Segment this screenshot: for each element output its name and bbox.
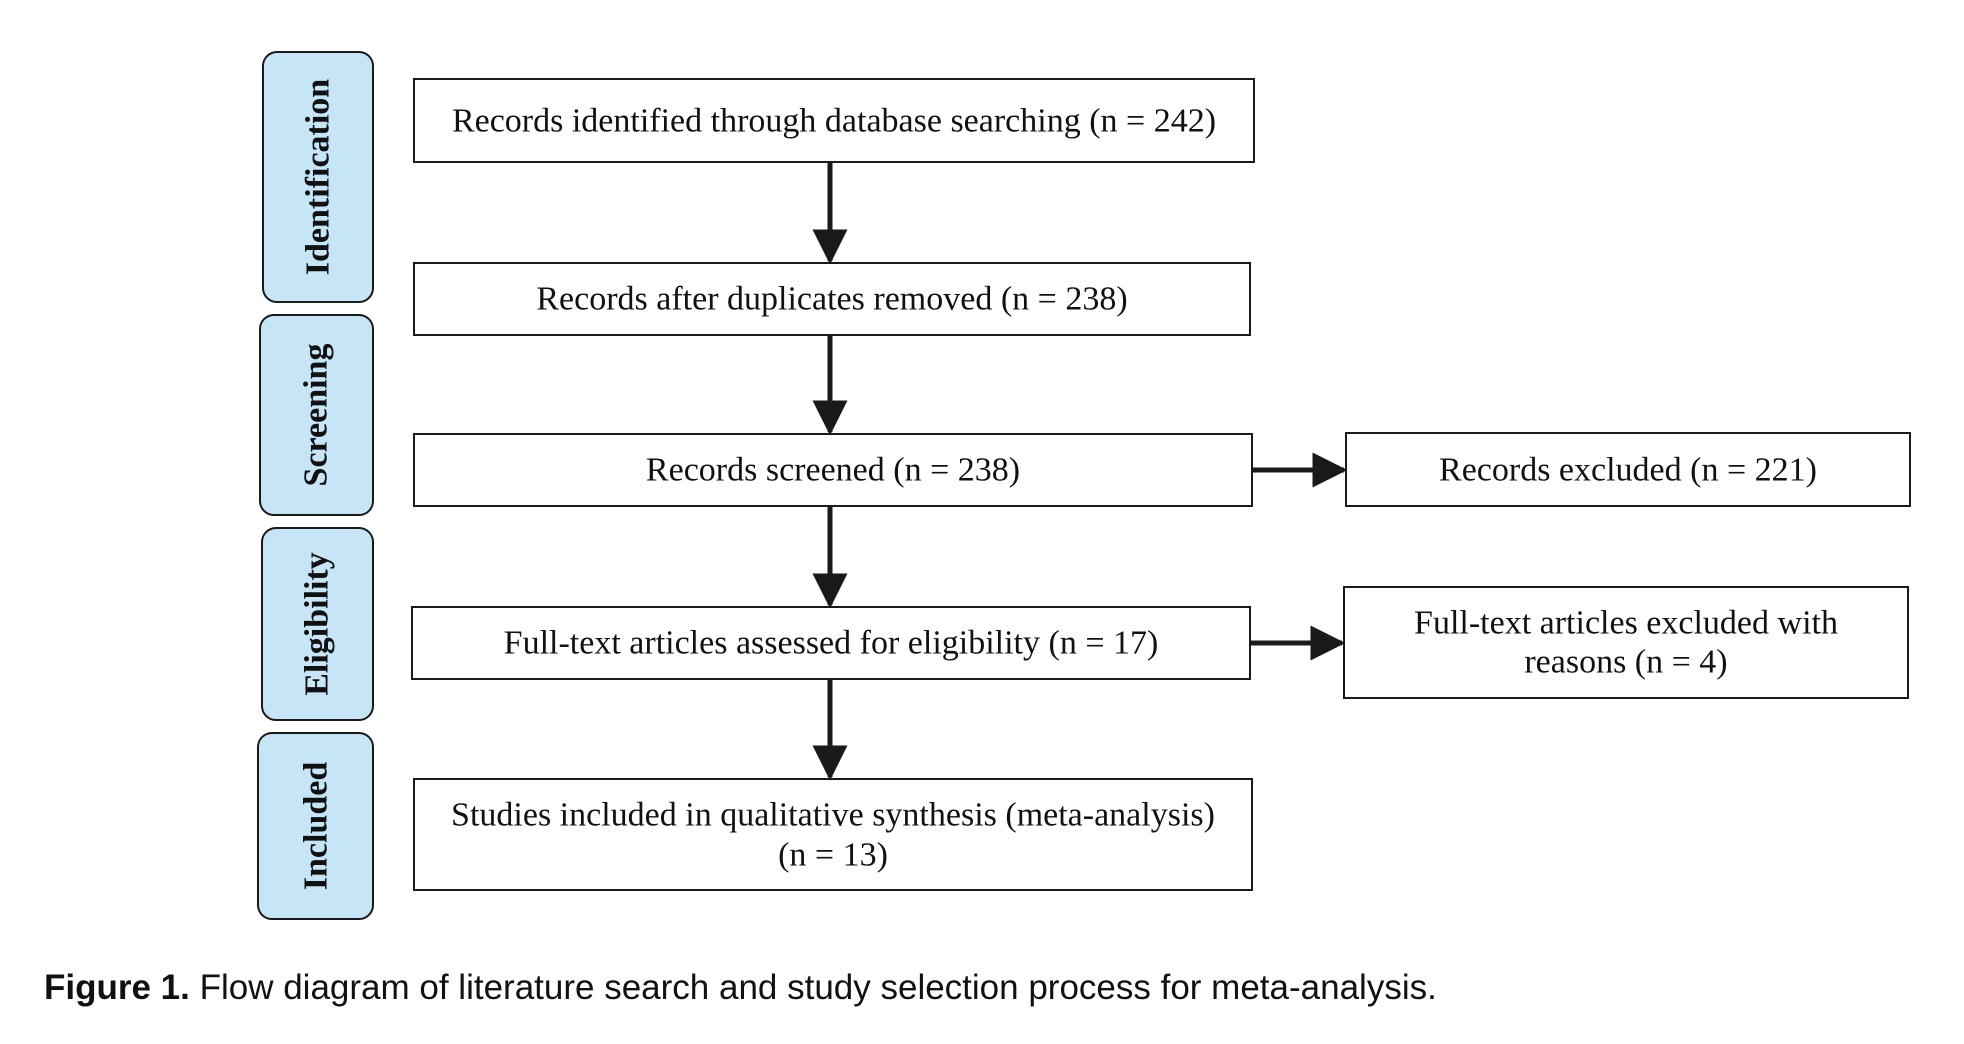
box-fulltext-excluded-line2: reasons (n = 4) bbox=[1524, 644, 1727, 681]
stage-eligibility: Eligibility bbox=[261, 527, 374, 721]
stage-eligibility-label: Eligibility bbox=[299, 552, 336, 696]
stage-identification-label: Identification bbox=[300, 79, 337, 276]
box-studies-included: Studies included in qualitative synthesi… bbox=[413, 778, 1253, 891]
stage-screening-label: Screening bbox=[298, 344, 335, 487]
box-records-screened-text: Records screened (n = 238) bbox=[646, 452, 1020, 489]
box-records-screened: Records screened (n = 238) bbox=[413, 433, 1253, 507]
box-duplicates-removed-text: Records after duplicates removed (n = 23… bbox=[536, 281, 1127, 318]
stage-included-label: Included bbox=[298, 762, 335, 891]
box-fulltext-assessed: Full-text articles assessed for eligibil… bbox=[411, 606, 1251, 680]
box-duplicates-removed: Records after duplicates removed (n = 23… bbox=[413, 262, 1251, 336]
box-studies-included-line1: Studies included in qualitative synthesi… bbox=[451, 797, 1215, 834]
figure-caption-lead: Figure 1. bbox=[44, 968, 190, 1007]
box-fulltext-excluded: Full-text articles excluded with reasons… bbox=[1343, 586, 1909, 699]
box-records-excluded: Records excluded (n = 221) bbox=[1345, 432, 1911, 507]
figure-caption-text: Flow diagram of literature search and st… bbox=[189, 968, 1437, 1007]
box-fulltext-excluded-line1: Full-text articles excluded with bbox=[1414, 605, 1838, 642]
box-records-identified-text: Records identified through database sear… bbox=[452, 103, 1216, 140]
stage-screening: Screening bbox=[259, 314, 374, 516]
figure-caption: Figure 1. Flow diagram of literature sea… bbox=[44, 968, 1924, 1008]
stage-included: Included bbox=[257, 732, 374, 920]
box-records-identified: Records identified through database sear… bbox=[413, 78, 1255, 163]
box-fulltext-assessed-text: Full-text articles assessed for eligibil… bbox=[504, 625, 1159, 662]
box-records-excluded-text: Records excluded (n = 221) bbox=[1439, 452, 1817, 489]
box-studies-included-line2: (n = 13) bbox=[778, 837, 888, 874]
stage-identification: Identification bbox=[262, 51, 374, 303]
